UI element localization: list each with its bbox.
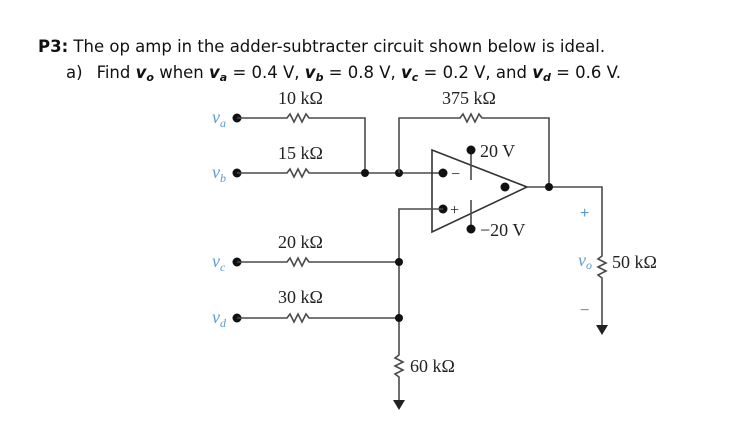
rf-resistor [398,112,550,187]
rd-resistor [237,312,399,324]
vc-value: = 0.2 V, and [418,63,533,82]
ra-label: 10 kΩ [278,88,323,108]
vd-symbol: v [532,63,543,82]
vo-symbol: v [135,63,147,82]
inverting-input-pin [438,168,448,178]
rl-label: 50 kΩ [612,252,657,272]
vb-symbol: v [304,63,316,82]
rc-label: 20 kΩ [278,232,323,252]
problem-line-1: P3: The op amp in the adder-subtracter c… [38,34,621,60]
inverting-sign: − [451,166,460,183]
rc-resistor [237,256,399,268]
problem-id: P3: [38,37,69,56]
supply-pos-terminal [466,145,476,155]
ground-arrow-icon [393,400,405,410]
output-junction [545,183,553,191]
va-subscript: a [219,71,228,84]
rl-resistor [527,186,608,325]
part-find-text: Find [96,63,136,82]
supply-pos-label: 20 V [480,141,515,161]
rb-resistor [237,167,443,179]
vb-label: vb [212,162,226,185]
op-amp-triangle [431,148,530,234]
problem-text: The op amp in the adder-subtracter circu… [68,37,606,56]
vc-label: vc [212,251,226,274]
output-pin [500,182,510,192]
rg-label: 60 kΩ [410,356,455,376]
vo-label: vo [578,250,592,272]
vb-value: = 0.8 V, [323,63,402,82]
part-label: a) [66,63,83,82]
junction-node [395,258,403,266]
vd-subscript: d [542,71,551,84]
when-text: when [153,63,210,82]
problem-statement: P3: The op amp in the adder-subtracter c… [38,34,621,86]
vb-subscript: b [315,71,324,84]
rb-label: 15 kΩ [278,143,323,163]
problem-line-2: a)Find vo when va = 0.4 V, vb = 0.8 V, v… [38,60,621,86]
supply-neg-label: −20 V [480,220,525,240]
vc-symbol: v [401,63,412,82]
vd-label: vd [212,307,227,330]
junction-node [395,314,403,322]
va-label: va [212,107,226,130]
va-symbol: v [209,63,220,82]
vc-subscript: c [411,71,419,84]
supply-neg-terminal [466,224,476,234]
junction-node [361,169,369,177]
noninverting-sign: + [450,202,459,219]
rf-label: 375 kΩ [442,88,496,108]
vd-value: = 0.6 V. [550,63,622,82]
rd-label: 30 kΩ [278,287,323,307]
ra-resistor [237,112,366,173]
va-value: = 0.4 V, [227,63,305,82]
vo-minus-sign: − [580,302,589,319]
vo-plus-sign: + [580,205,589,222]
ground-arrow-icon [596,325,608,335]
vo-subscript: o [146,71,154,84]
rg-resistor [393,208,443,400]
